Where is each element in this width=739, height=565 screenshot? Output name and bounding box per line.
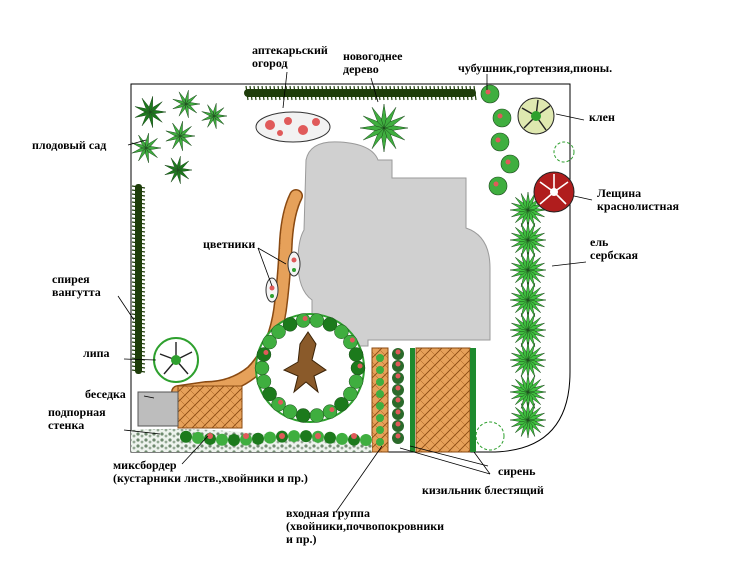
mixborder-plant: [240, 433, 252, 446]
leader-lines: [117, 71, 593, 513]
cotoneaster-hedge: [470, 348, 476, 452]
mixborder-plant: [264, 431, 276, 444]
mixborder-plant: [252, 432, 264, 445]
round-garden-shrub: [343, 334, 358, 350]
paving-left: [177, 385, 243, 429]
spruce-tree: [509, 373, 547, 411]
label-maple: клен: [589, 110, 615, 124]
fruit-tree: [165, 121, 196, 151]
mixborder-plant: [228, 433, 240, 446]
hazel-tree: [533, 171, 575, 213]
round-garden-shrub: [322, 317, 338, 332]
round-garden-shrub: [350, 360, 366, 376]
round-garden-shrub: [334, 397, 349, 412]
linden-tree: [153, 337, 199, 383]
mock-orange-shrub: [492, 108, 512, 128]
round-garden-shrub: [295, 408, 311, 423]
label-linden: липа: [83, 346, 110, 360]
label-mock-orange: чубушник,гортензия,пионы.: [458, 61, 613, 75]
round-garden-shrub: [256, 374, 272, 389]
round-garden-shrub: [295, 313, 311, 328]
round-garden-shrub: [309, 313, 325, 328]
round-garden-shrub: [271, 324, 286, 339]
round-garden-shrub: [262, 386, 277, 402]
flowerbed-1: [287, 251, 301, 277]
mixborder-plant: [180, 430, 192, 443]
fruit-tree: [131, 133, 162, 163]
round-garden-shrub: [256, 347, 272, 362]
round-garden-shrub: [334, 324, 349, 339]
maple-tree: [517, 97, 555, 135]
fruit-tree: [201, 103, 228, 129]
mock-orange-shrub: [490, 132, 510, 152]
spruce-tree: [509, 401, 547, 439]
round-garden-shrub: [348, 374, 364, 389]
label-lilac: сирень: [498, 464, 536, 478]
round-garden-shrub: [343, 386, 358, 402]
mixborder-plant: [360, 433, 372, 446]
spruce-tree: [509, 281, 547, 319]
round-garden-shrub: [348, 347, 364, 362]
entrance-paving: [415, 347, 471, 453]
fruit-tree: [134, 96, 167, 128]
round-garden-shrub: [309, 408, 325, 423]
round-garden-shrub: [282, 317, 298, 332]
entrance-paving-left: [371, 347, 389, 453]
mock-orange-shrub: [488, 176, 508, 196]
label-mixborder: миксбордер(кустарники листв.,хвойники и …: [113, 458, 308, 485]
label-flowerbeds: цветники: [203, 237, 256, 251]
label-orchard: плодовый сад: [32, 138, 107, 152]
herb-garden: [255, 111, 331, 143]
round-garden-shrub: [254, 360, 270, 376]
mock-orange-shrub: [480, 84, 500, 104]
gazebo: [137, 391, 179, 427]
fir-tree: [359, 103, 409, 153]
fruit-tree: [172, 90, 201, 118]
round-garden-shrub: [282, 404, 298, 419]
lilac-shrub: [475, 421, 505, 451]
hedge-top: [244, 89, 476, 97]
round-garden-shrub: [322, 404, 338, 419]
label-cotoneaster: кизильник блестящий: [422, 483, 544, 497]
spruce-tree: [509, 341, 547, 379]
spruce-tree: [509, 221, 547, 259]
lilac-shrub-2: [553, 141, 575, 163]
spruce-tree: [509, 251, 547, 289]
mixborder-plant: [324, 431, 336, 444]
mixborder-plant: [336, 432, 348, 445]
spruce-tree: [509, 311, 547, 349]
round-garden-shrub: [262, 334, 277, 350]
mixborder-plant: [192, 431, 204, 444]
mixborder-plant: [216, 433, 228, 446]
label-gazebo: беседка: [85, 387, 126, 401]
fruit-tree: [164, 156, 193, 184]
mixborder-plant: [300, 430, 312, 443]
mixborder-plant: [288, 430, 300, 443]
mock-orange-shrub: [500, 154, 520, 174]
mixborder-plant: [348, 433, 360, 446]
